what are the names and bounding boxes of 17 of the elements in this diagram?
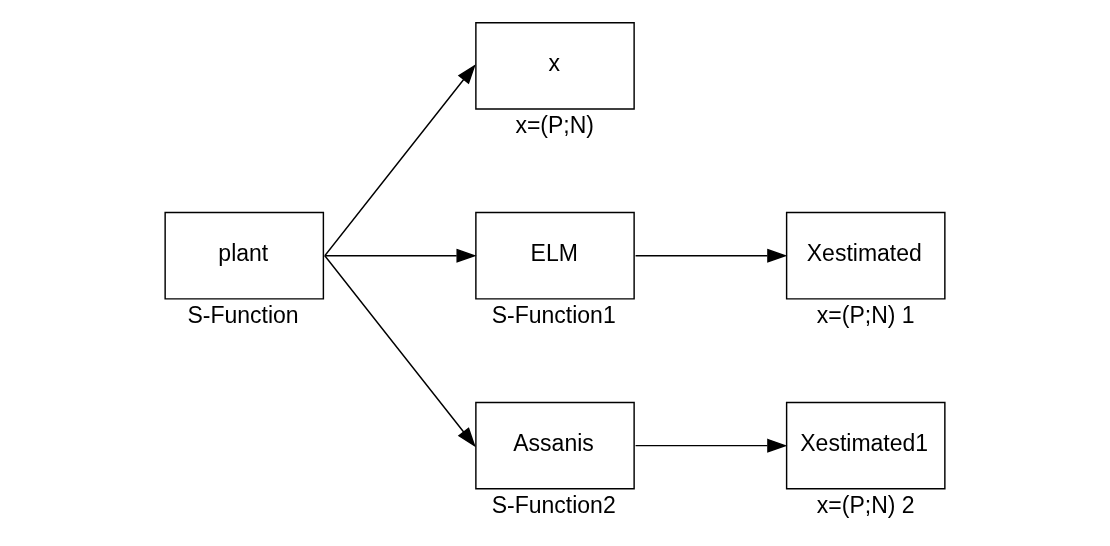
node-label: S-Function1 — [491, 302, 616, 329]
node-box: plant — [164, 211, 325, 300]
node-label: S-Function2 — [491, 491, 616, 518]
node-box: Xestimated — [785, 211, 946, 300]
node-box: Assanis — [475, 401, 635, 490]
node-label: S-Function — [187, 302, 299, 329]
arrow — [634, 438, 788, 453]
arrow — [634, 248, 788, 263]
node-box: ELM — [475, 211, 635, 300]
arrow — [324, 248, 477, 263]
node-box: Xestimated1 — [785, 401, 946, 490]
node-label: x=(P;N) 2 — [816, 491, 915, 518]
arrow — [324, 255, 476, 448]
node-box: x — [475, 21, 635, 110]
node-label: x=(P;N) — [515, 112, 595, 139]
arrow — [324, 64, 476, 257]
node-label: x=(P;N) 1 — [816, 302, 915, 329]
